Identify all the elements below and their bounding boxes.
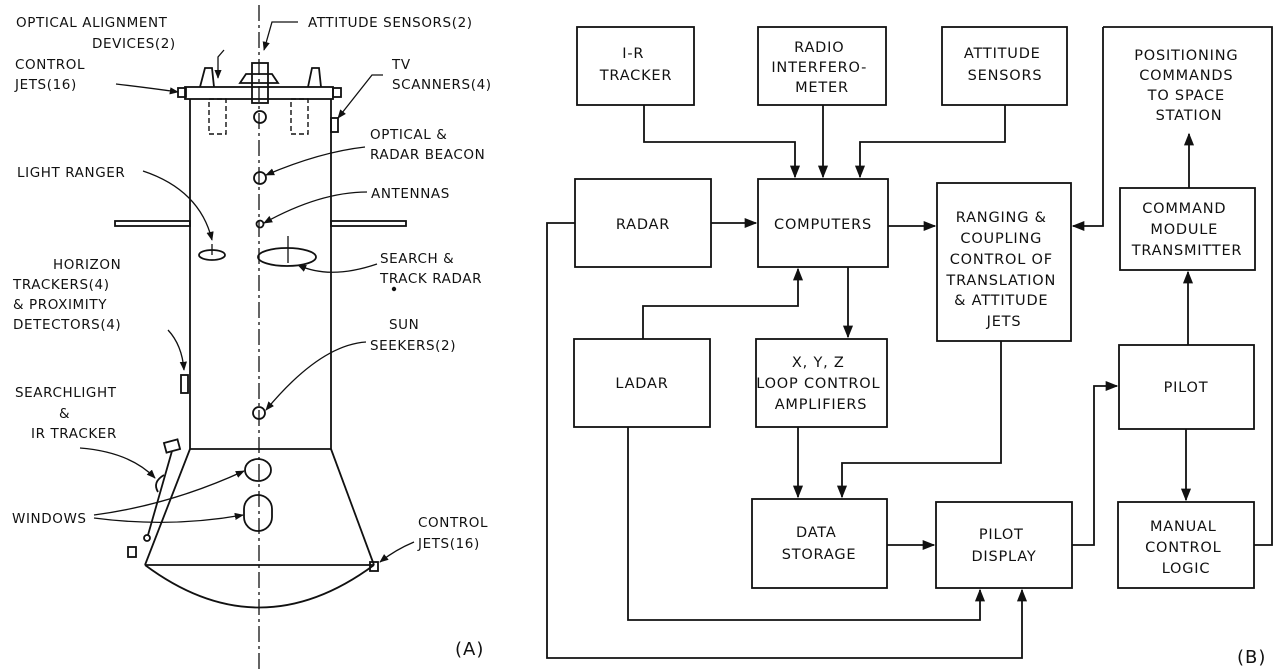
- ir-tracker-body: [155, 474, 165, 493]
- svg-text:JETS(16): JETS(16): [417, 536, 480, 552]
- radar-dish: [257, 247, 317, 267]
- svg-text:JETS(16): JETS(16): [14, 77, 77, 93]
- svg-text:SCANNERS(4): SCANNERS(4): [392, 77, 492, 93]
- horizon-tracker: [180, 374, 189, 394]
- left-boom: [114, 220, 191, 227]
- box-radio-interferometer-label: RADIO INTERFERO- METER: [771, 40, 872, 96]
- box-pilot: [1118, 344, 1255, 430]
- alignment-housing-right: [290, 98, 309, 135]
- svg-text:HORIZON: HORIZON: [53, 257, 121, 273]
- svg-text:TRACKERS(4): TRACKERS(4): [12, 277, 110, 293]
- alignment-device-right: [307, 67, 322, 88]
- svg-text:TRACK RADAR: TRACK RADAR: [379, 271, 482, 287]
- box-ranging-label: RANGING & COUPLING CONTROL OF TRANSLATIO…: [945, 210, 1061, 330]
- svg-text:RADAR BEACON: RADAR BEACON: [370, 147, 485, 163]
- window-lower: [243, 494, 273, 532]
- label-light-ranger: LIGHT RANGER: [17, 165, 125, 181]
- leader-lines: [79, 21, 415, 563]
- box-attitude-sensors: [941, 26, 1068, 106]
- svg-text:TV: TV: [391, 57, 411, 73]
- jet-bottom-right: [369, 561, 379, 572]
- svg-text:SEARCHLIGHT: SEARCHLIGHT: [15, 385, 117, 401]
- alignment-housing-left: [208, 98, 227, 135]
- box-ladar-label: LADAR: [615, 376, 668, 392]
- label-control-jets-top: CONTROL JETS(16): [14, 57, 85, 93]
- label-control-jets-bottom: CONTROL JETS(16): [417, 515, 488, 552]
- svg-text:IR TRACKER: IR TRACKER: [31, 426, 117, 442]
- svg-text:&: &: [59, 406, 70, 422]
- top-axis-port: [253, 110, 267, 124]
- boom-end: [143, 534, 151, 542]
- heat-shield: [144, 564, 375, 609]
- svg-text:& PROXIMITY: & PROXIMITY: [13, 297, 107, 313]
- svg-text:OPTICAL ALIGNMENT: OPTICAL ALIGNMENT: [16, 15, 168, 31]
- box-command-module-label: COMMAND MODULE TRANSMITTER: [1131, 201, 1243, 259]
- box-ladar: [573, 338, 711, 428]
- cone-right-edge: [330, 448, 375, 566]
- box-data-storage: [751, 498, 888, 589]
- cone-left-edge: [144, 448, 191, 566]
- box-data-storage-label: DATA STORAGE: [782, 525, 857, 563]
- antenna-port: [255, 219, 265, 229]
- tv-scanner-mount: [330, 117, 339, 133]
- positioning-commands-label: POSITIONING COMMANDS TO SPACE STATION: [1134, 48, 1244, 124]
- label-optical-alignment: OPTICAL ALIGNMENT DEVICES(2): [16, 15, 176, 52]
- box-manual-control-label: MANUAL CONTROL LOGIC: [1145, 519, 1227, 577]
- spacecraft-drawing: [114, 5, 407, 669]
- box-loop-control-label: X, Y, Z LOOP CONTROL AMPLIFIERS: [756, 355, 886, 413]
- jet-bottom-left: [127, 546, 137, 558]
- svg-text:SEEKERS(2): SEEKERS(2): [370, 338, 456, 354]
- svg-text:DEVICES(2): DEVICES(2): [92, 36, 176, 52]
- svg-text:WINDOWS: WINDOWS: [12, 511, 87, 527]
- label-tv-scanners: TV SCANNERS(4): [391, 57, 492, 93]
- label-antennas: ANTENNAS: [371, 186, 450, 202]
- beacon-port: [253, 171, 267, 185]
- svg-text:OPTICAL &: OPTICAL &: [370, 127, 447, 143]
- searchlight-boom: [147, 450, 173, 536]
- svg-text:ATTITUDE SENSORS(2): ATTITUDE SENSORS(2): [308, 15, 473, 31]
- label-windows: WINDOWS: [12, 511, 87, 527]
- svg-text:DETECTORS(4): DETECTORS(4): [13, 317, 121, 333]
- box-command-module: [1119, 187, 1256, 271]
- label-attitude-sensors-a: ATTITUDE SENSORS(2): [308, 15, 473, 31]
- svg-text:SUN: SUN: [389, 317, 419, 333]
- svg-text:CONTROL: CONTROL: [418, 515, 488, 531]
- label-optical-radar-beacon: OPTICAL & RADAR BEACON: [370, 127, 485, 163]
- box-radar: [574, 178, 712, 268]
- box-pilot-label: PILOT: [1164, 380, 1209, 396]
- box-radar-label: RADAR: [616, 217, 670, 233]
- label-horizon-trackers: HORIZON TRACKERS(4) & PROXIMITY DETECTOR…: [12, 257, 121, 333]
- box-radio-interferometer: [757, 26, 887, 106]
- block-diagram: I-R TRACKER RADIO INTERFERO- METER ATTIT…: [546, 26, 1273, 659]
- box-ir-tracker: [576, 26, 695, 106]
- jet-top-right: [332, 87, 342, 98]
- connectors: [546, 26, 1273, 659]
- label-sun-seekers: SUN SEEKERS(2): [370, 317, 456, 354]
- panel-label-a: (A): [455, 639, 484, 660]
- label-search-track-radar: SEARCH & TRACK RADAR: [379, 251, 482, 292]
- box-ranging: [936, 182, 1072, 342]
- box-loop-control: [755, 338, 888, 428]
- box-computers: [757, 178, 889, 268]
- attitude-sensor-head: [238, 73, 280, 84]
- searchlight-head: [162, 438, 182, 454]
- window-upper: [244, 458, 272, 482]
- svg-text:SEARCH &: SEARCH &: [380, 251, 454, 267]
- right-boom: [330, 220, 407, 227]
- box-ir-tracker-label: I-R TRACKER: [599, 46, 672, 84]
- panel-label-b: (B): [1237, 647, 1266, 668]
- box-pilot-display: [935, 501, 1073, 589]
- label-searchlight: SEARCHLIGHT & IR TRACKER: [15, 385, 117, 442]
- box-attitude-sensors-label: ATTITUDE SENSORS: [964, 46, 1046, 84]
- box-computers-label: COMPUTERS: [774, 217, 872, 233]
- box-manual-control: [1117, 501, 1255, 589]
- sun-seeker-port: [252, 406, 266, 420]
- svg-text:LIGHT RANGER: LIGHT RANGER: [17, 165, 125, 181]
- box-pilot-display-label: PILOT DISPLAY: [971, 527, 1036, 565]
- svg-text:CONTROL: CONTROL: [15, 57, 85, 73]
- alignment-device-left: [199, 67, 215, 88]
- svg-text:ANTENNAS: ANTENNAS: [371, 186, 450, 202]
